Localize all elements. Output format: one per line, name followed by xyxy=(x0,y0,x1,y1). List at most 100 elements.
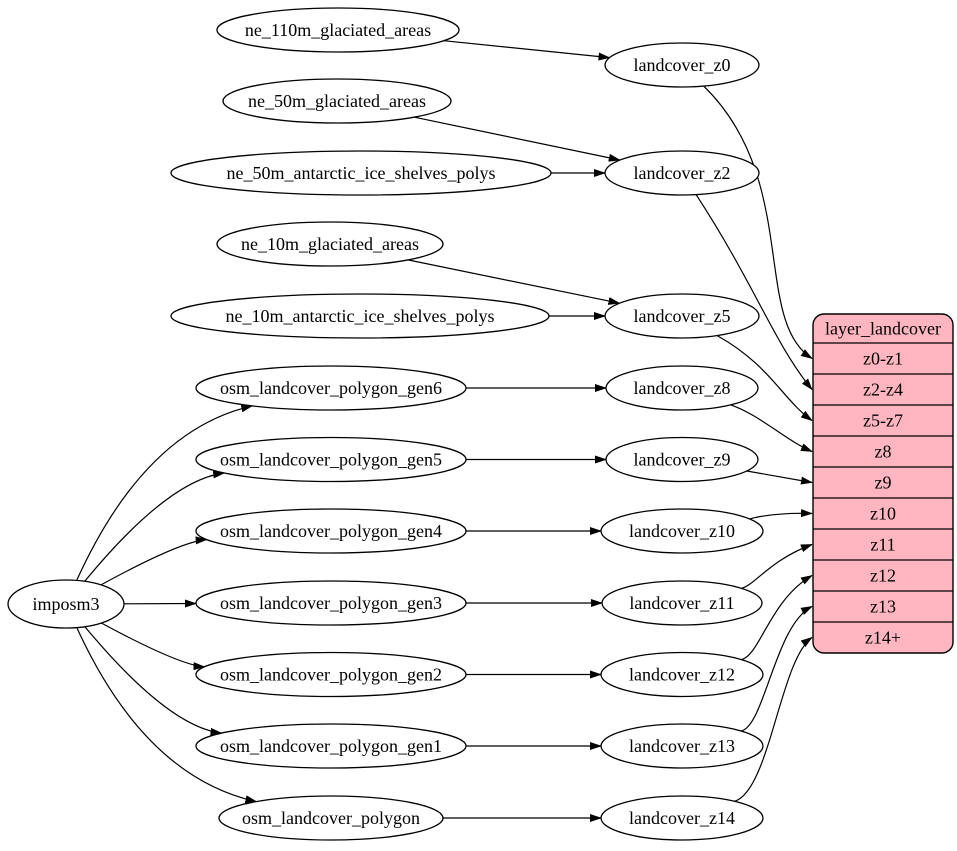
node-landcover_z11: landcover_z11 xyxy=(601,580,763,626)
record-row-label-z14+: z14+ xyxy=(865,627,901,647)
node-label: ne_50m_antarctic_ice_shelves_polys xyxy=(227,163,496,183)
edge-landcover_z5-to-layer_landcover-row-z5-z7 xyxy=(716,335,813,422)
node-landcover_z14: landcover_z14 xyxy=(600,795,764,841)
node-osm_landcover_polygon: osm_landcover_polygon xyxy=(218,795,444,841)
node-label: osm_landcover_polygon_gen4 xyxy=(220,521,442,541)
node-label: osm_landcover_polygon_gen6 xyxy=(220,378,442,398)
node-label: landcover_z5 xyxy=(634,306,731,326)
ellipse-shape xyxy=(170,150,552,196)
record-row-label-z0-z1: z0-z1 xyxy=(863,348,903,368)
node-landcover_z10: landcover_z10 xyxy=(600,508,764,554)
node-label: osm_landcover_polygon_gen2 xyxy=(220,664,442,684)
node-ne_110m_glaciated_areas: ne_110m_glaciated_areas xyxy=(216,7,460,53)
edge-imposm3-to-osm_landcover_polygon_gen2 xyxy=(101,622,206,671)
edge-landcover_z14-to-layer_landcover-row-z14+ xyxy=(734,636,813,802)
edge-landcover_z2-to-layer_landcover-row-z2-z4 xyxy=(695,194,813,391)
ellipse-shape xyxy=(218,795,444,841)
node-label: landcover_z14 xyxy=(629,808,735,828)
node-label: osm_landcover_polygon_gen3 xyxy=(220,593,442,613)
edge-landcover_z9-to-layer_landcover-row-z9 xyxy=(746,470,813,485)
edges-layer xyxy=(76,40,813,822)
edge-ne_110m_glaciated_areas-to-landcover_z0 xyxy=(443,40,611,61)
ellipse-shape xyxy=(7,579,125,629)
node-imposm3: imposm3 xyxy=(7,579,125,629)
ellipse-shape xyxy=(195,436,467,483)
ellipse-shape xyxy=(600,723,764,769)
node-landcover_z5: landcover_z5 xyxy=(604,293,760,339)
ellipse-shape xyxy=(216,7,460,53)
edge-imposm3-to-osm_landcover_polygon xyxy=(76,627,258,804)
edge-landcover_z0-to-layer_landcover-row-z0-z1 xyxy=(703,85,813,360)
node-layer_landcover: layer_landcoverz0-z1z2-z4z5-z7z8z9z10z11… xyxy=(812,313,954,654)
edge-landcover_z13-to-layer_landcover-row-z13 xyxy=(741,605,813,732)
node-landcover_z12: landcover_z12 xyxy=(600,651,764,698)
node-osm_landcover_polygon_gen1: osm_landcover_polygon_gen1 xyxy=(195,723,467,769)
node-label: osm_landcover_polygon_gen5 xyxy=(220,449,442,469)
node-osm_landcover_polygon_gen4: osm_landcover_polygon_gen4 xyxy=(195,508,467,554)
node-landcover_z9: landcover_z9 xyxy=(605,436,759,483)
ellipse-shape xyxy=(604,150,760,196)
node-label: landcover_z11 xyxy=(629,593,734,613)
edge-ne_50m_glaciated_areas-to-landcover_z2 xyxy=(414,116,621,162)
edge-landcover_z12-to-layer_landcover-row-z12 xyxy=(741,574,813,661)
ellipse-shape xyxy=(170,293,550,339)
ellipse-shape xyxy=(222,78,452,124)
node-label: ne_10m_antarctic_ice_shelves_polys xyxy=(226,306,495,326)
record-row-label-z8: z8 xyxy=(875,441,892,461)
ellipse-shape xyxy=(601,580,763,626)
node-label: ne_10m_glaciated_areas xyxy=(241,234,419,254)
record-row-label-z10: z10 xyxy=(870,503,896,523)
node-osm_landcover_polygon_gen2: osm_landcover_polygon_gen2 xyxy=(195,651,467,698)
node-label: osm_landcover_polygon_gen1 xyxy=(220,736,442,756)
edge-imposm3-to-osm_landcover_polygon_gen5 xyxy=(84,470,226,582)
edge-imposm3-to-osm_landcover_polygon_gen1 xyxy=(84,626,223,736)
node-label: ne_110m_glaciated_areas xyxy=(245,20,431,40)
ellipse-shape xyxy=(600,795,764,841)
edge-landcover_z10-to-layer_landcover-row-z10 xyxy=(748,509,813,520)
node-ne_50m_glaciated_areas: ne_50m_glaciated_areas xyxy=(222,78,452,124)
record-row-label-z12: z12 xyxy=(870,565,896,585)
node-osm_landcover_polygon_gen3: osm_landcover_polygon_gen3 xyxy=(195,580,467,626)
ellipse-shape xyxy=(195,651,467,698)
node-landcover_z0: landcover_z0 xyxy=(604,42,760,88)
edge-imposm3-to-osm_landcover_polygon_gen4 xyxy=(100,536,208,586)
ellipse-shape xyxy=(600,651,764,698)
record-row-label-z9: z9 xyxy=(875,472,892,492)
node-label: landcover_z12 xyxy=(629,664,735,684)
ellipse-shape xyxy=(195,508,467,554)
node-landcover_z2: landcover_z2 xyxy=(604,150,760,196)
node-label: ne_50m_glaciated_areas xyxy=(248,91,426,111)
ellipse-shape xyxy=(195,580,467,626)
record-row-label-z2-z4: z2-z4 xyxy=(863,379,903,399)
node-ne_10m_glaciated_areas: ne_10m_glaciated_areas xyxy=(216,221,444,267)
record-row-label-z5-z7: z5-z7 xyxy=(863,410,903,430)
ellipse-shape xyxy=(195,723,467,769)
ellipse-shape xyxy=(605,365,759,411)
node-label: landcover_z13 xyxy=(629,736,735,756)
node-label: landcover_z2 xyxy=(634,163,731,183)
edge-landcover_z11-to-layer_landcover-row-z11 xyxy=(741,543,813,589)
edge-ne_10m_glaciated_areas-to-landcover_z5 xyxy=(407,259,621,305)
edge-imposm3-to-osm_landcover_polygon_gen6 xyxy=(76,404,254,581)
node-osm_landcover_polygon_gen5: osm_landcover_polygon_gen5 xyxy=(195,436,467,483)
record-frame xyxy=(812,313,954,654)
node-ne_10m_antarctic_ice_shelves_polys: ne_10m_antarctic_ice_shelves_polys xyxy=(170,293,550,339)
record-row-label-z11: z11 xyxy=(870,534,895,554)
node-label: landcover_z10 xyxy=(629,521,735,541)
ellipse-shape xyxy=(604,293,760,339)
ellipse-shape xyxy=(600,508,764,554)
node-label: landcover_z0 xyxy=(634,55,731,75)
ellipse-shape xyxy=(605,436,759,483)
edge-landcover_z8-to-layer_landcover-row-z8 xyxy=(730,404,813,453)
ellipse-shape xyxy=(195,365,467,411)
ellipse-shape xyxy=(216,221,444,267)
node-label: landcover_z9 xyxy=(634,449,731,469)
record-row-label-z13: z13 xyxy=(870,596,896,616)
node-ne_50m_antarctic_ice_shelves_polys: ne_50m_antarctic_ice_shelves_polys xyxy=(170,150,552,196)
nodes-layer: imposm3 ne_110m_glaciated_areas ne_50m_gla… xyxy=(7,7,954,841)
node-label: osm_landcover_polygon xyxy=(242,808,420,828)
ellipse-shape xyxy=(604,42,760,88)
node-landcover_z8: landcover_z8 xyxy=(605,365,759,411)
